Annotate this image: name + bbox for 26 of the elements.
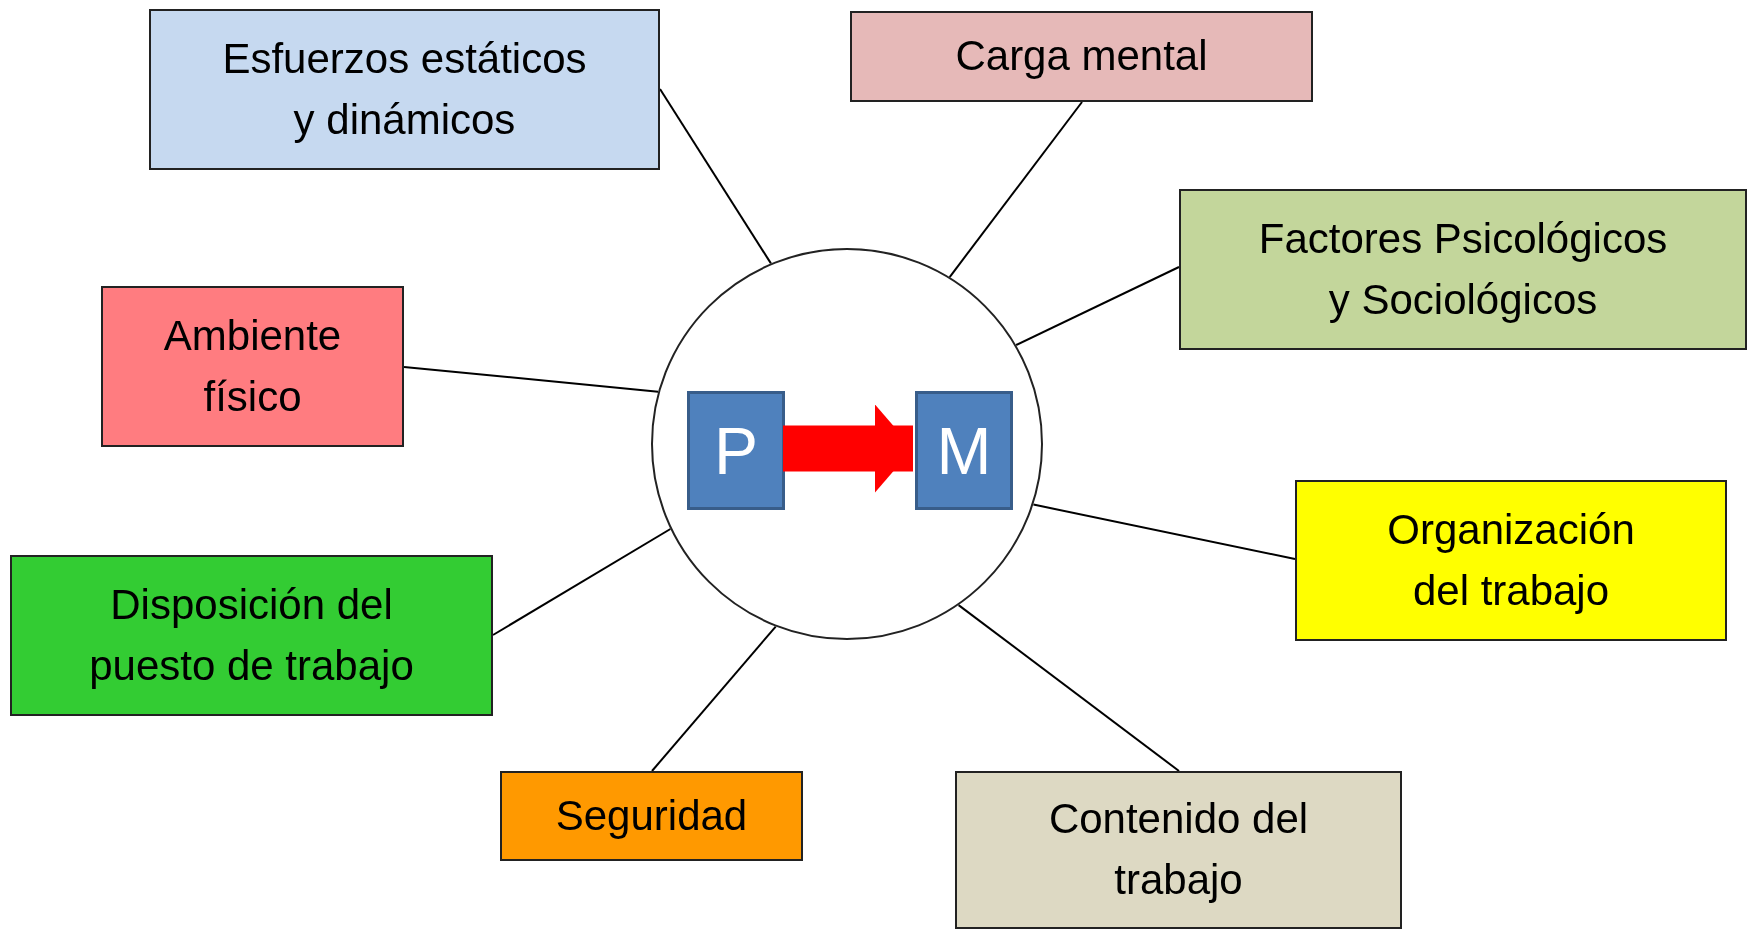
factor-box (1295, 480, 1727, 641)
connector-line (1015, 266, 1180, 346)
factor-box (955, 771, 1402, 929)
box-label: Esfuerzos estáticos y dinámicos (221, 33, 588, 145)
box-label: Disposición del puesto de trabajo (88, 579, 415, 691)
connector-line (403, 366, 660, 393)
connector-line (948, 101, 1083, 279)
connector-line (492, 528, 672, 636)
factor-box (1179, 189, 1747, 350)
connector-line (651, 625, 777, 772)
connector-line (1032, 503, 1296, 560)
connector-line (957, 604, 1180, 772)
factor-box (850, 11, 1313, 102)
box-label: Carga mental (955, 31, 1208, 82)
box-label: Contenido del trabajo (1047, 794, 1310, 905)
letter-square: P (687, 391, 785, 510)
box-label: Factores Psicológicos y Sociológicos (1257, 213, 1669, 325)
factor-box (101, 286, 404, 447)
box-label: Ambiente físico (162, 310, 343, 422)
letter-square: M (915, 391, 1013, 510)
connector-line (659, 88, 772, 265)
factor-box (149, 9, 660, 170)
factor-box (500, 771, 803, 861)
box-label: Organización del trabajo (1386, 504, 1636, 616)
box-label: Seguridad (555, 790, 748, 841)
factor-box (10, 555, 493, 716)
